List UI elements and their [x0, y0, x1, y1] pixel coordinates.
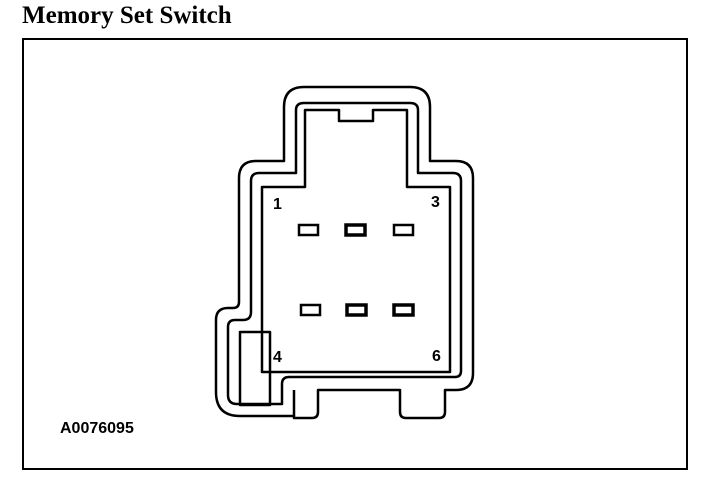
- terminal-cavity-1: [297, 223, 320, 237]
- pin-label-1: 1: [273, 196, 282, 213]
- terminal-cavity-3: [392, 223, 415, 237]
- pin-label-4: 4: [273, 349, 282, 366]
- connector-housing-outline: [214, 85, 475, 420]
- connector-body-outline: [260, 108, 452, 374]
- diagram-frame: [22, 38, 688, 470]
- terminal-cavity-5: [345, 303, 368, 317]
- pin-label-6: 6: [432, 348, 441, 365]
- terminal-cavity-2: [344, 223, 367, 237]
- terminal-cavity-4: [299, 303, 322, 317]
- connector-housing-inner-outline: [226, 101, 463, 406]
- terminal-cavity-6: [392, 303, 415, 317]
- lock-tab: [238, 330, 272, 407]
- figure-id: A0076095: [60, 420, 134, 437]
- pin-label-3: 3: [431, 194, 440, 211]
- page-title: Memory Set Switch: [22, 2, 232, 29]
